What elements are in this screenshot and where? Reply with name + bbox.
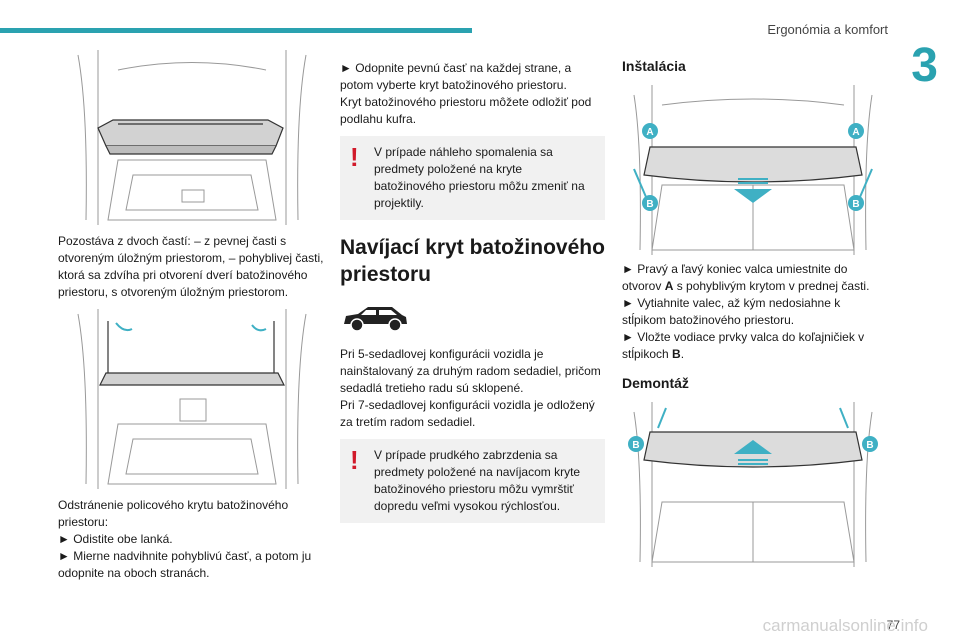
luggage-cover-illustration-1	[77, 50, 307, 225]
label-a: A	[664, 279, 674, 293]
column-2: ► Odopnite pevnú časť na každej strane, …	[340, 60, 605, 537]
column-1: Pozostáva z dvoch častí: – z pevnej čast…	[58, 50, 326, 590]
suv-car-icon	[344, 307, 407, 332]
chapter-number: 3	[911, 39, 938, 92]
warning-icon: !	[350, 142, 359, 172]
configuration-text: Pri 5-sedadlovej konfigurácii vozidla je…	[340, 347, 601, 429]
callout-b-left-removal: B	[632, 440, 639, 451]
page-number: 77	[886, 618, 900, 632]
removal-steps-text: Odstránenie policového krytu batožinovéh…	[58, 498, 312, 580]
luggage-cover-illustration-2	[77, 309, 307, 489]
section-heading: Navíjací kryt batožinového priestoru	[340, 236, 605, 286]
remove-heading: Demontáž	[622, 375, 689, 391]
warning-note-1-text: V prípade náhleho spomalenia sa predmety…	[374, 145, 585, 210]
install-heading: Inštalácia	[622, 58, 686, 74]
warning-note-2: ! V prípade prudkého zabrzdenia sa predm…	[340, 439, 605, 523]
warning-icon: !	[350, 445, 359, 475]
composition-text: Pozostáva z dvoch častí: – z pevnej čast…	[58, 234, 324, 299]
top-accent-bar	[0, 28, 472, 33]
callout-a-right: A	[852, 127, 859, 138]
callout-b-right: B	[852, 199, 859, 210]
warning-note-1: ! V prípade náhleho spomalenia sa predme…	[340, 136, 605, 220]
label-b: B	[672, 347, 681, 361]
callout-b-right-removal: B	[866, 440, 873, 451]
column-3: Inštalácia A A B B ► Pravý a ľavý koniec…	[622, 58, 884, 567]
install-steps-text: ► Pravý a ľavý koniec valca umiestnite d…	[622, 262, 870, 361]
unclip-steps-text: ► Odopnite pevnú časť na každej strane, …	[340, 61, 592, 126]
roller-cover-removal-illustration: B B	[628, 402, 878, 567]
section-title: Ergonómia a komfort	[767, 22, 888, 37]
callout-b-left: B	[646, 199, 653, 210]
callout-a-left: A	[646, 127, 653, 138]
warning-note-2-text: V prípade prudkého zabrzdenia sa predmet…	[374, 448, 581, 513]
watermark: carmanualsonline.info	[762, 616, 928, 635]
roller-cover-install-illustration: A A B B	[633, 85, 873, 255]
